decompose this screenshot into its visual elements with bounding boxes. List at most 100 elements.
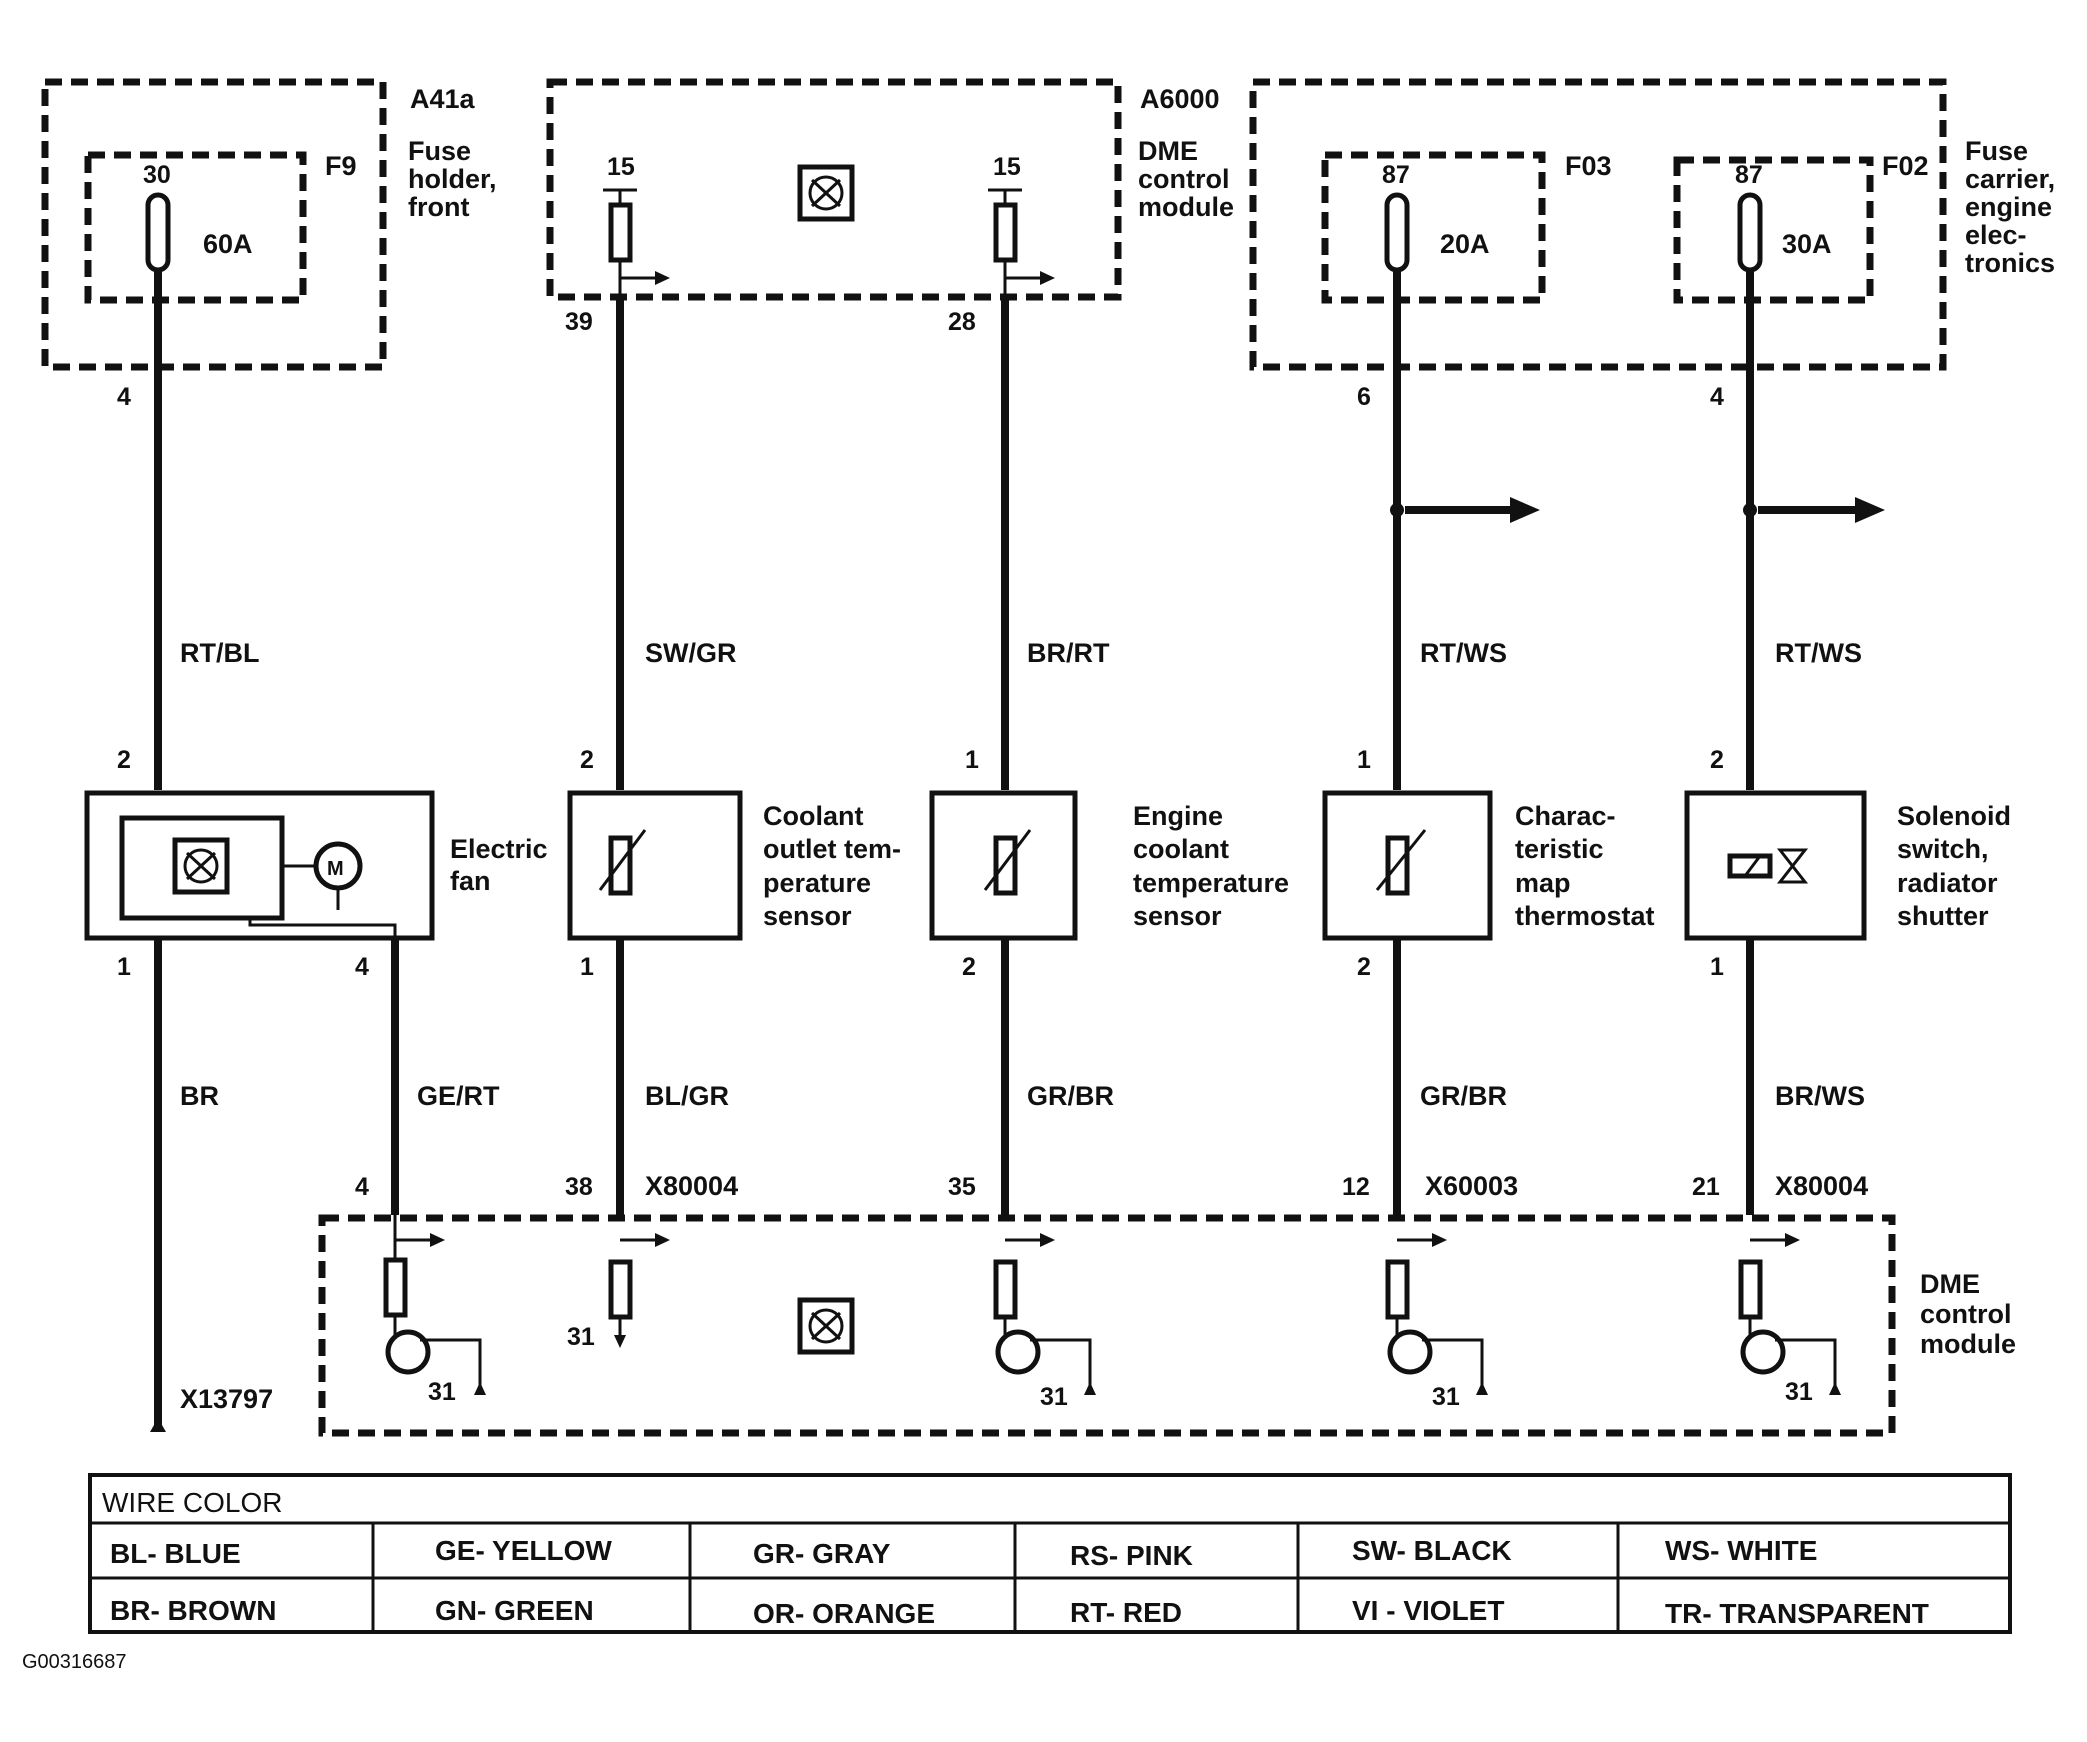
pin-c2-dme: 38 xyxy=(565,1173,593,1201)
wire-label-3-top: BR/RT xyxy=(1027,638,1110,668)
legend-r1-c3: GR- GRAY xyxy=(753,1538,891,1569)
a41a-desc-1: Fuse xyxy=(408,136,471,166)
fuse-f9-rating: 60A xyxy=(203,229,253,259)
fuse-holder-front-box xyxy=(41,78,387,371)
legend-r2-c6: TR- TRANSPARENT xyxy=(1665,1598,1929,1629)
legend-r2-c2: GN- GREEN xyxy=(435,1595,594,1626)
solenoid-valve-icon xyxy=(1727,848,1809,884)
dme-bottom-desc-2: control xyxy=(1920,1299,2012,1329)
pin-c4-top: 6 xyxy=(1357,383,1371,411)
pin-c1-top: 4 xyxy=(117,383,131,411)
pin-c5-dme: 21 xyxy=(1692,1173,1720,1201)
ground-31-c2: 31 xyxy=(567,1323,595,1351)
solenoid-label-4: shutter xyxy=(1897,901,1989,931)
dme-driver-c1 xyxy=(383,1215,486,1395)
a6000-desc-3: module xyxy=(1138,192,1234,222)
fuse-f03-rating: 20A xyxy=(1440,229,1490,259)
solenoid-box xyxy=(1684,790,1867,941)
solenoid-label-1: Solenoid xyxy=(1897,801,2011,831)
module-id-a6000: A6000 xyxy=(1140,84,1220,114)
legend-r1-c1: BL- BLUE xyxy=(110,1538,241,1569)
motor-icon: M xyxy=(248,841,397,938)
carrier-desc-1: Fuse xyxy=(1965,136,2028,166)
a6000-desc-1: DME xyxy=(1138,136,1198,166)
dme-driver-c2 xyxy=(608,1233,670,1348)
dme-driver-c4 xyxy=(1385,1233,1488,1395)
carrier-desc-4: elec- xyxy=(1965,220,2027,250)
thermostat-label-2: teristic xyxy=(1515,834,1604,864)
pin-c4-comp-top: 1 xyxy=(1357,746,1371,774)
legend-r1-c5: SW- BLACK xyxy=(1352,1535,1512,1566)
legend-r1-c4: RS- PINK xyxy=(1070,1540,1193,1571)
a6000-pin-left: 15 xyxy=(607,153,635,181)
pin-c2-comp-bot: 1 xyxy=(580,953,594,981)
pin-c1-fan4: 4 xyxy=(355,953,369,981)
fuse-f02-pin: 87 xyxy=(1735,161,1763,189)
coolant-outlet-label-3: perature xyxy=(763,868,871,898)
wire-label-2-top: SW/GR xyxy=(645,638,737,668)
carrier-desc-5: tronics xyxy=(1965,248,2055,278)
wire-label-3-bot: GR/BR xyxy=(1027,1081,1114,1111)
pin-c1-comp-bot: 1 xyxy=(117,953,131,981)
connector-ground: X13797 xyxy=(180,1384,273,1414)
wire-label-1-top: RT/BL xyxy=(180,638,259,668)
fuse-f9-pin: 30 xyxy=(143,161,171,189)
wire-label-4-bot: GR/BR xyxy=(1420,1081,1507,1111)
carrier-desc-2: carrier, xyxy=(1965,164,2055,194)
coolant-outlet-label-2: outlet tem- xyxy=(763,834,901,864)
svg-text:M: M xyxy=(327,858,344,880)
ground-31-c5: 31 xyxy=(1785,1378,1813,1406)
a6000-pin-right: 15 xyxy=(993,153,1021,181)
fan-label-2: fan xyxy=(450,866,491,896)
fuse-f9-box xyxy=(84,151,307,304)
dme-control-module-top-box xyxy=(546,78,1122,301)
wire-label-1-fan: GE/RT xyxy=(417,1081,500,1111)
wire-label-4-top: RT/WS xyxy=(1420,638,1507,668)
pin-c4-comp-bot: 2 xyxy=(1357,953,1371,981)
engine-coolant-sensor-box xyxy=(929,790,1078,941)
a6000-desc-2: control xyxy=(1138,164,1230,194)
coolant-outlet-sensor-box xyxy=(567,790,743,941)
coolant-outlet-label-1: Coolant xyxy=(763,801,864,831)
pin-c5-comp-top: 2 xyxy=(1710,746,1724,774)
legend-r2-c1: BR- BROWN xyxy=(110,1595,276,1626)
engine-coolant-label-1: Engine xyxy=(1133,801,1223,831)
engine-coolant-label-4: sensor xyxy=(1133,901,1222,931)
dme-driver-c3 xyxy=(993,1233,1096,1395)
fuse-f02-box xyxy=(1673,156,1874,304)
dme-bottom-desc-3: module xyxy=(1920,1329,2016,1359)
thermostat-label-3: map xyxy=(1515,868,1571,898)
engine-coolant-label-2: coolant xyxy=(1133,834,1229,864)
legend-r1-c2: GE- YELLOW xyxy=(435,1535,612,1566)
thermostat-box xyxy=(1322,790,1493,941)
fuse-carrier-box xyxy=(1249,78,1947,371)
fuse-f9-symbol xyxy=(145,192,171,273)
figure-id: G00316687 xyxy=(22,1651,127,1673)
pin-c4-dme: 12 xyxy=(1342,1173,1370,1201)
thermostat-label-1: Charac- xyxy=(1515,801,1616,831)
pin-c5-comp-bot: 1 xyxy=(1710,953,1724,981)
dme-control-module-bottom-box xyxy=(318,1214,1896,1437)
wire-label-2-bot: BL/GR xyxy=(645,1081,729,1111)
pin-c1-comp-top: 2 xyxy=(117,746,131,774)
fuse-f03-box xyxy=(1321,151,1546,304)
pin-c3-dme: 35 xyxy=(948,1173,976,1201)
fuse-f02-symbol xyxy=(1737,192,1763,273)
pin-c3-comp-top: 1 xyxy=(965,746,979,774)
wire-label-1-bot: BR xyxy=(180,1081,219,1111)
ground-31-c1: 31 xyxy=(428,1378,456,1406)
thermostat-label-4: thermostat xyxy=(1515,901,1655,931)
connector-c5: X80004 xyxy=(1775,1171,1868,1201)
legend-r2-c3: OR- ORANGE xyxy=(753,1598,935,1629)
pin-c5-top: 4 xyxy=(1710,383,1724,411)
dme-bottom-desc-1: DME xyxy=(1920,1269,1980,1299)
pin-c2-top: 39 xyxy=(565,308,593,336)
fan-icon xyxy=(172,837,230,895)
fuse-f02-rating: 30A xyxy=(1782,229,1832,259)
fan-label-1: Electric xyxy=(450,834,548,864)
fuse-f03-id: F03 xyxy=(1565,151,1612,181)
pin-c2-comp-top: 2 xyxy=(580,746,594,774)
legend-r1-c6: WS- WHITE xyxy=(1665,1535,1817,1566)
